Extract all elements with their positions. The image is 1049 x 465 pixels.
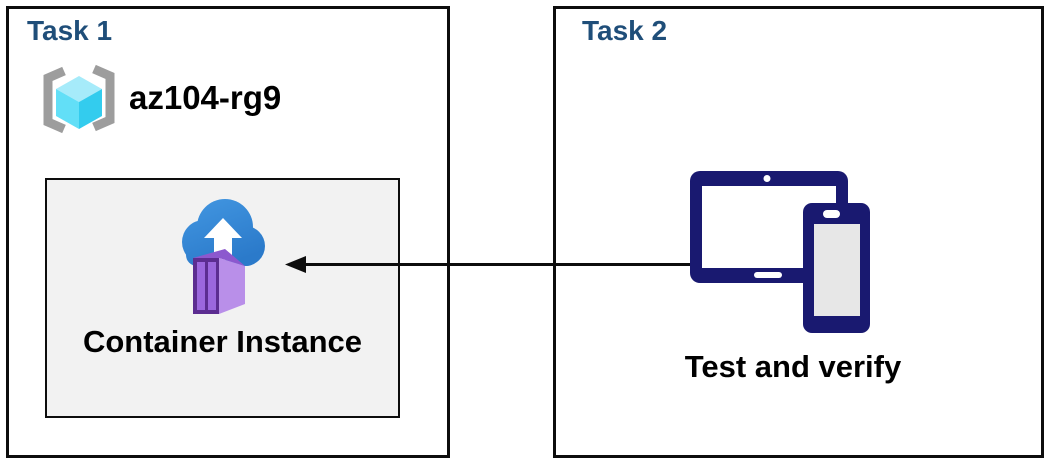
resource-group-icon [43, 64, 115, 134]
container-instance-icon [182, 199, 265, 314]
arrow-left-connector [285, 256, 690, 273]
container-instance-box: Container Instance [45, 178, 400, 418]
task1-box: Task 1 az104-rg9 [6, 6, 450, 458]
container-instance-label: Container Instance [82, 324, 363, 359]
devices-icon [690, 171, 870, 333]
task1-title: Task 1 [27, 15, 113, 46]
resource-group-name: az104-rg9 [129, 79, 282, 116]
test-and-verify-label: Test and verify [684, 349, 902, 384]
task2-box: Task 2 Test and verify [553, 6, 1044, 458]
task2-title: Task 2 [582, 15, 668, 46]
